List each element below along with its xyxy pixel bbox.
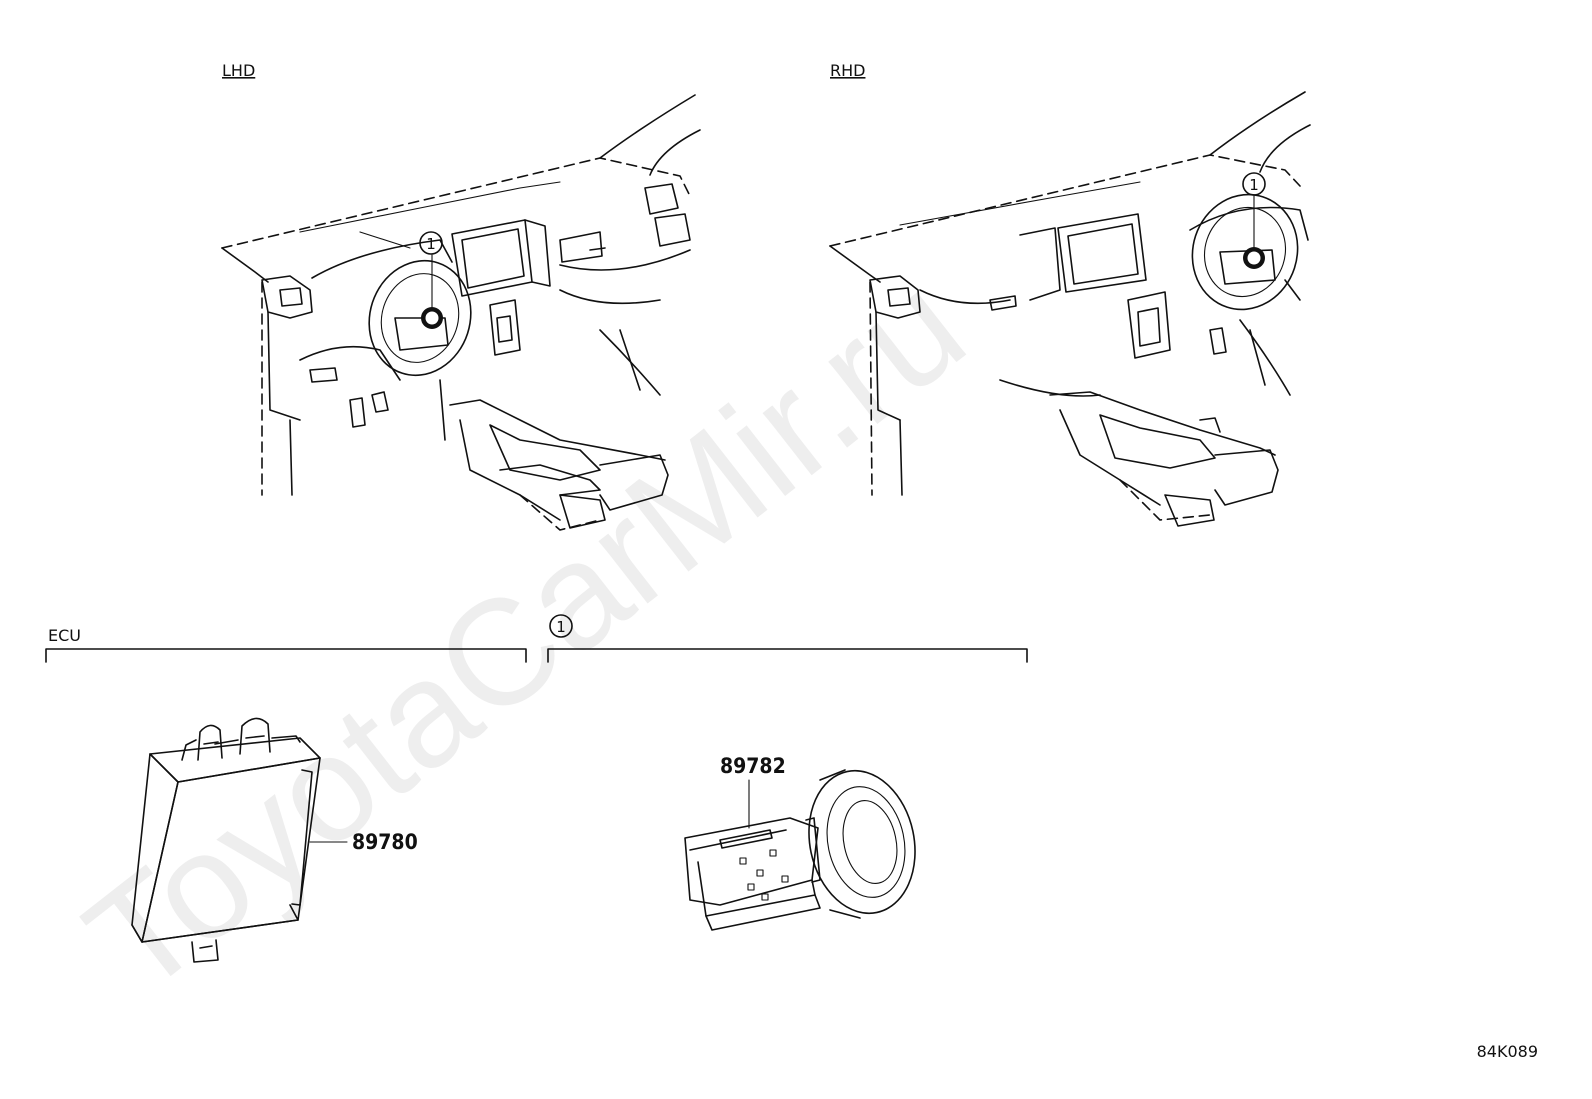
lhd-callout-number: 1 xyxy=(426,235,436,253)
callout-section-number: 1 xyxy=(556,618,566,636)
rhd-callout-number: 1 xyxy=(1249,176,1259,194)
lhd-dashboard-illustration: 1 xyxy=(221,94,701,531)
ecu-part-number: 89780 xyxy=(352,830,418,854)
watermark: ToyotaCarMir.ru xyxy=(56,241,994,1025)
callout-section-bracket xyxy=(547,648,1028,663)
diagram-code: 84K089 xyxy=(1477,1042,1538,1061)
lhd-label: LHD xyxy=(222,61,255,80)
switch-illustration: 89782 xyxy=(684,754,916,931)
callout-section-circle xyxy=(549,614,573,638)
switch-part-number: 89782 xyxy=(720,754,786,778)
ecu-section-bracket xyxy=(45,648,527,663)
ecu-illustration: 89780 xyxy=(131,717,418,963)
rhd-label: RHD xyxy=(830,61,865,80)
ecu-section-label: ECU xyxy=(48,626,81,645)
rhd-dashboard-illustration: 1 xyxy=(829,91,1311,527)
